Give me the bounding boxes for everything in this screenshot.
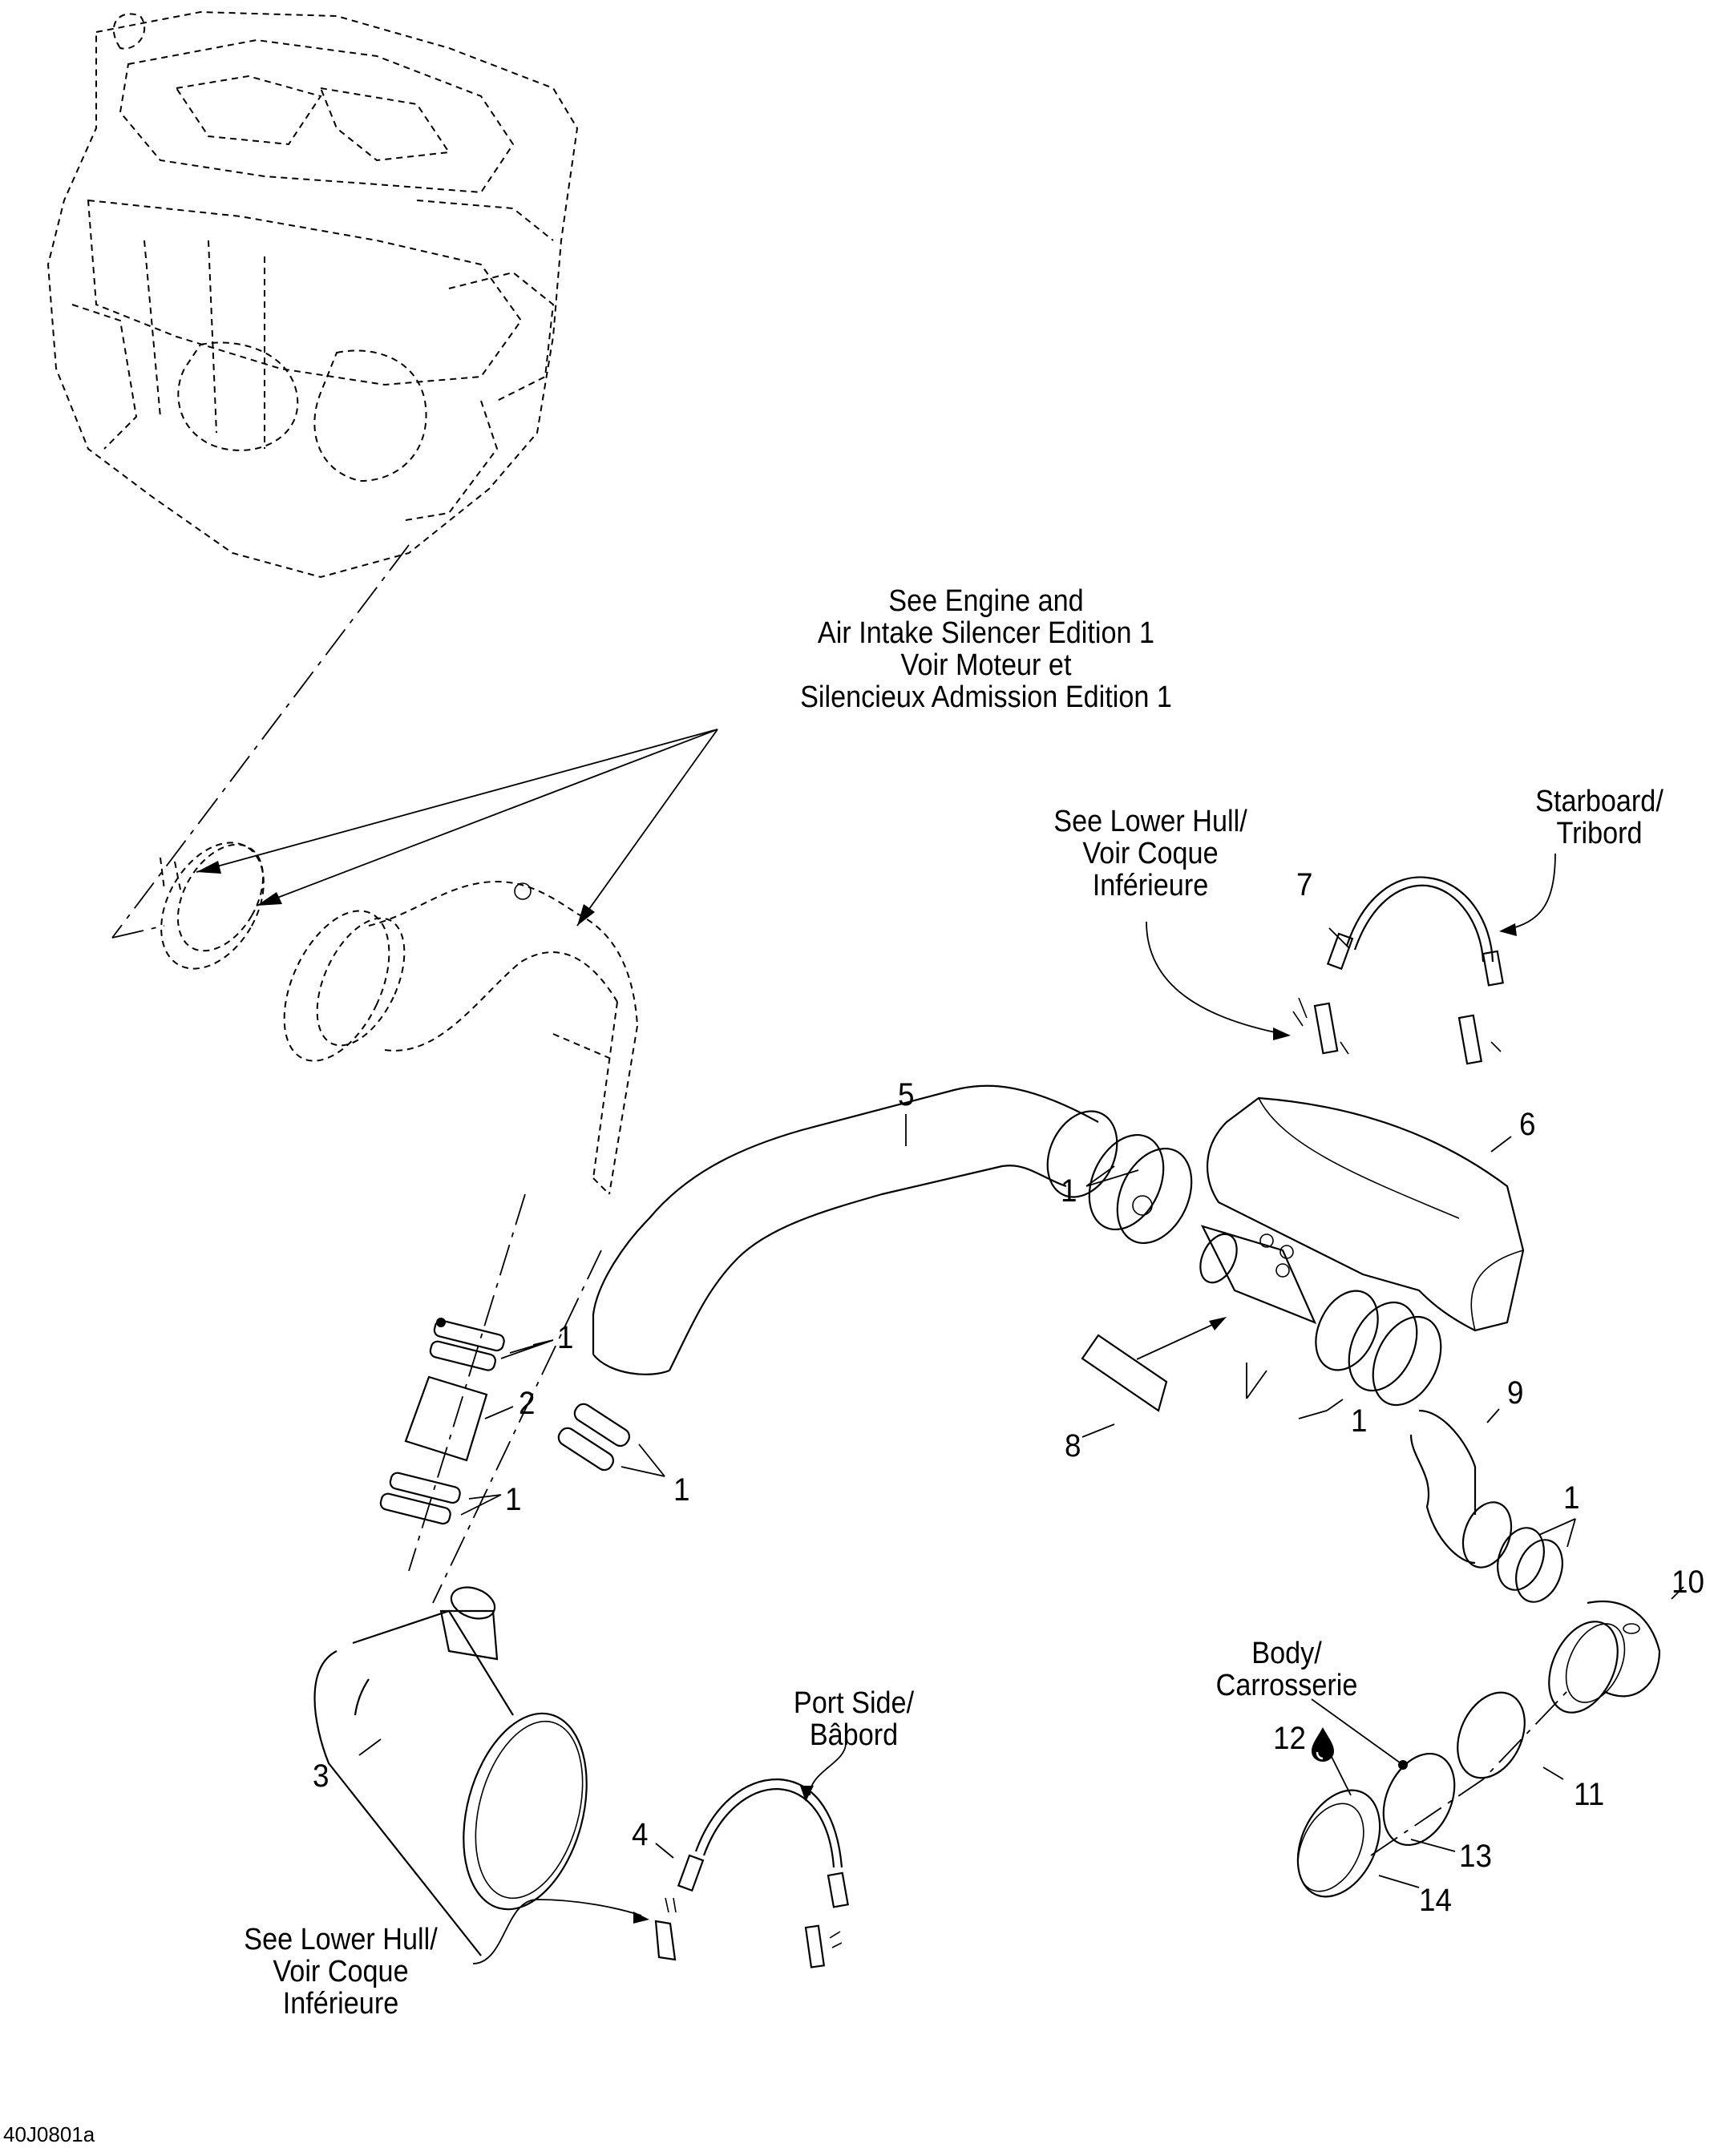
callout-leaders (472, 853, 1556, 1964)
hose-clamp-pair-waterbox (1348, 1301, 1442, 1407)
port-side-callout: Port Side/ Bâbord (793, 1686, 915, 1752)
exhaust-hose-part-9 (1409, 1409, 1513, 1569)
exhaust-ring-clamp-reference (160, 842, 265, 970)
part-label-13: 13 (1459, 1839, 1492, 1874)
part-label-8: 8 (1065, 1428, 1081, 1464)
rubber-coupler-part-2 (404, 1375, 488, 1462)
alignment-line-left (408, 1193, 526, 1572)
engine-alignment-line (111, 544, 410, 939)
engine-alignment-line (111, 925, 165, 939)
alignment-line-outlet (1370, 1690, 1568, 1856)
foam-strip-part-8 (1081, 1317, 1227, 1412)
part-label-1: 1 (505, 1482, 522, 1517)
muffler-part-3 (313, 1586, 588, 1956)
figure-id: 40J0801a (3, 2122, 95, 2146)
lower-hull-callout-top: See Lower Hull/ Voir Coque Inférieure (1053, 805, 1247, 902)
part-label-1: 1 (673, 1472, 690, 1508)
part-label-1: 1 (557, 1320, 574, 1355)
gasket-part-11 (1457, 1691, 1526, 1779)
part-label-6: 6 (1519, 1107, 1536, 1142)
exhaust-outlet-part-10 (1548, 1601, 1661, 1714)
part-label-2: 2 (519, 1386, 536, 1421)
mounting-bracket-pair-bottom (654, 1897, 843, 1968)
starboard-callout: Starboard/ Tribord (1535, 785, 1664, 850)
part-label-1: 1 (1061, 1173, 1077, 1209)
mounting-bracket-pair-top (1292, 997, 1502, 1065)
part-label-14: 14 (1419, 1883, 1452, 1918)
engine-reference-callout: See Engine and Air Intake Silencer Editi… (800, 584, 1172, 714)
strap-part-7 (1326, 876, 1504, 987)
exhaust-hose-part-5 (592, 1084, 1118, 1375)
engine-ref-arrows (196, 729, 718, 927)
part-label-3: 3 (313, 1758, 329, 1794)
hose-clamp-pair-lower-left (379, 1472, 461, 1525)
hose-clamp-pair-upper-right (1088, 1133, 1193, 1245)
body-callout: Body/ Carrosserie (1215, 1637, 1358, 1702)
lower-hull-callout-bottom: See Lower Hull/ Voir Coque Inférieure (244, 1923, 438, 2021)
part-label-10: 10 (1672, 1565, 1704, 1600)
part-label-5: 5 (898, 1077, 915, 1112)
hose-clamp-pair-middle (557, 1403, 631, 1472)
alignment-line-mid (432, 1250, 602, 1604)
strap-part-4 (677, 1778, 849, 1908)
engine-reference-drawing (46, 10, 579, 579)
exhaust-manifold-reference (283, 880, 638, 1195)
part-label-1: 1 (1563, 1480, 1580, 1516)
gasket-part-13 (1382, 1752, 1456, 1847)
part-label-7: 7 (1296, 867, 1313, 902)
part-label-1: 1 (1351, 1403, 1368, 1439)
part-number-leaders (358, 927, 1684, 1888)
drop-icon (1312, 1727, 1334, 1762)
nut-part-14 (1296, 1789, 1381, 1898)
part-label-9: 9 (1507, 1375, 1524, 1411)
water-box-part-6 (1132, 1096, 1525, 1371)
part-label-11: 11 (1574, 1777, 1605, 1812)
part-label-4: 4 (632, 1817, 649, 1852)
hose-clamp-pair-upper-left (429, 1318, 505, 1371)
hose-clamp-pair-lower-right (1497, 1527, 1563, 1603)
part-label-12: 12 (1273, 1721, 1306, 1756)
